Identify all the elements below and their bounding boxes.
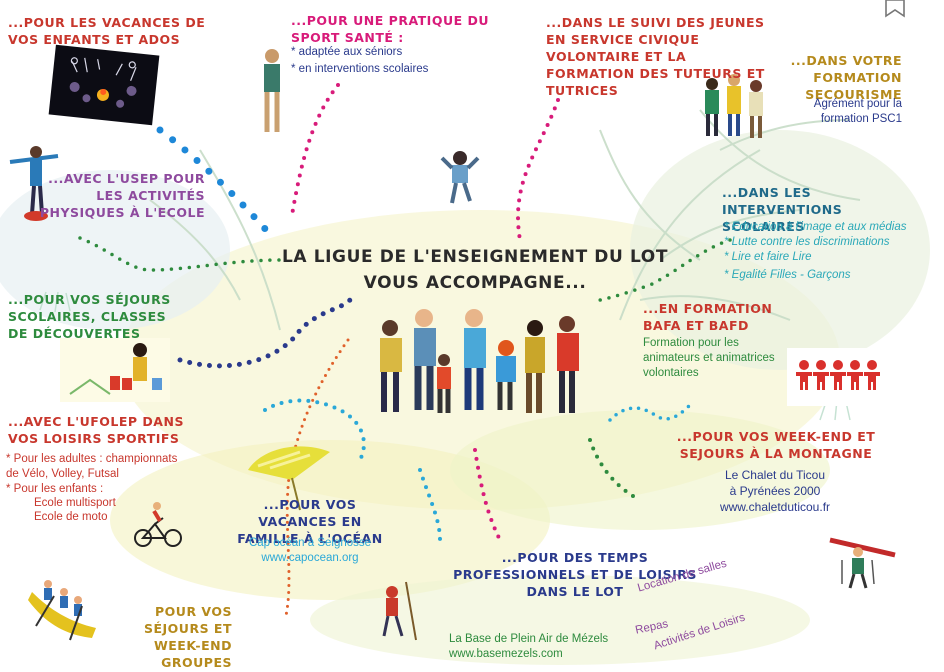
montagne-line: à Pyrénées 2000: [729, 484, 821, 498]
connector-blue: [156, 126, 279, 244]
montagne-line: Le Chalet du Ticou: [724, 468, 826, 482]
skier-icon: [822, 520, 910, 589]
usep-figure: [9, 146, 59, 221]
yellow-wash: [110, 440, 550, 600]
hiker-icon: [382, 581, 417, 641]
grass-sketch: [39, 291, 851, 421]
sejours-scolaires-title: ...POUR VOS SÉJOURS SCOLAIRES, CLASSES D…: [8, 292, 171, 341]
vacances-enfants-title: ...POUR LES VACANCES DE VOS ENFANTS ET A…: [8, 15, 206, 47]
bookmark-icon: [885, 0, 905, 18]
bafa-title: ...EN FORMATION BAFA ET BAFD: [643, 301, 773, 333]
ocean-link[interactable]: www.capocean.org: [261, 552, 359, 564]
sport-sante-item: * adaptée aux séniors: [291, 46, 403, 58]
blue-wash: [0, 170, 230, 330]
sport-sante-item: * en interventions scolaires: [291, 63, 429, 75]
interventions-item: * Lire et faire Lire: [724, 251, 812, 263]
ufolep-kids-item: Ecole de moto: [34, 511, 108, 523]
paper-chain-icon: [787, 348, 885, 406]
usep-title: ...AVEC L'USEP POUR LES ACTIVITÉS PHYSIQ…: [39, 171, 205, 220]
ufolep-title: ...AVEC L'UFOLEP DANS VOS LOISIRS SPORTI…: [8, 414, 184, 446]
mezels-link[interactable]: www.basemezels.com: [449, 648, 563, 660]
yellow-wash: [450, 410, 830, 530]
green-wash: [310, 575, 810, 665]
interventions-item: * Education à l'image et aux médias: [724, 221, 907, 233]
connector-magenta: [516, 98, 560, 242]
classe-decouverte-figure: [60, 338, 170, 402]
central-people-illustration: [380, 309, 579, 413]
connector-navy: [177, 297, 353, 369]
ocean-line: Cap océan à Seignosse: [248, 537, 372, 549]
connector-cyan: [608, 403, 692, 422]
interventions-title: ...DANS LES INTERVENTIONS SCOLAIRES: [722, 185, 843, 234]
interventions-item: * Lutte contre les discriminations: [724, 236, 890, 248]
sport-sante-title: ...POUR UNE PRATIQUE DU SPORT SANTÉ :: [291, 13, 490, 45]
secourisme-text: Agrément pour la formation PSC1: [813, 98, 902, 125]
ufolep-item: * Pour les adultes : championnats de Vél…: [6, 453, 178, 480]
center-title-line1: LA LIGUE DE L'ENSEIGNEMENT DU LOT: [281, 247, 669, 267]
mezels-line: La Base de Plein Air de Mézels: [449, 633, 609, 645]
bicycle-icon: [134, 502, 182, 547]
professionnels-title: ...POUR DES TEMPS PROFESSIONNELS ET DE L…: [453, 550, 697, 599]
connector-green: [78, 236, 282, 272]
connector-magenta: [290, 83, 340, 217]
connector-cyan: [418, 468, 442, 542]
ufolep-kids-item: Ecole multisport: [34, 497, 116, 509]
service-civique-title: ...DANS LE SUIVI DES JEUNES EN SERVICE C…: [546, 15, 765, 98]
bafa-text: Formation pour les animateurs et animatr…: [643, 337, 775, 379]
ufolep-item: * Pour les enfants :: [6, 483, 104, 495]
connector-green: [588, 438, 642, 502]
center-title: LA LIGUE DE L'ENSEIGNEMENT DU LOT VOUS A…: [270, 244, 680, 296]
connector-magenta: [473, 448, 502, 542]
canoe-icon: [28, 580, 96, 641]
jumping-figure: [440, 151, 480, 204]
connector-orange: [283, 338, 350, 622]
senior-figure: [264, 49, 280, 132]
center-title-line2: VOUS ACCOMPAGNE...: [363, 273, 587, 293]
campfire-photo-icon: [48, 44, 160, 126]
interventions-item: * Egalité Filles - Garçons: [724, 269, 851, 281]
secourisme-title: ...DANS VOTRE FORMATION SECOURISME: [790, 53, 902, 102]
dotted-connectors: [78, 83, 732, 622]
civique-group-figure: [705, 74, 763, 138]
groupes-title: POUR VOS SÉJOURS ET WEEK-END GROUPES PER…: [143, 604, 232, 670]
ocean-title: ...POUR VOS VACANCES EN FAMILLE À L'OCÉA…: [237, 497, 383, 546]
beach-umbrella-icon: [248, 446, 330, 511]
montagne-title: ...POUR VOS WEEK-END ET SEJOURS À LA MON…: [676, 429, 876, 461]
montagne-link[interactable]: www.chaletduticou.fr: [719, 500, 831, 514]
